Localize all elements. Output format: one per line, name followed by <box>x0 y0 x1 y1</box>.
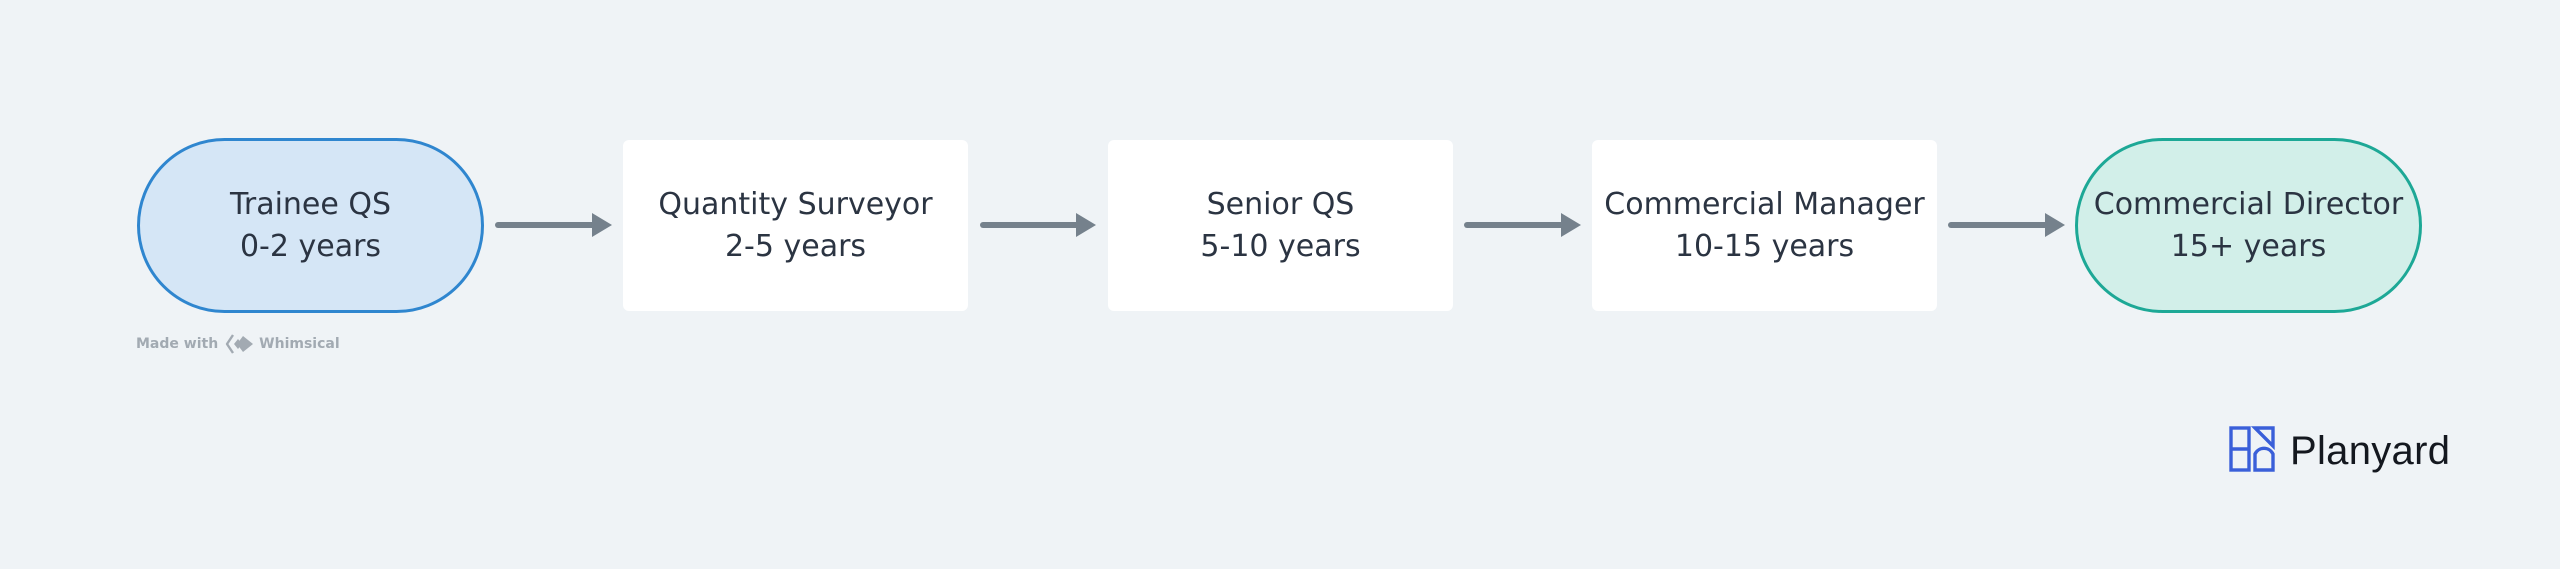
node-years: 0-2 years <box>239 228 382 264</box>
edge-arrow <box>1464 213 1581 237</box>
node-trainee-qs[interactable]: Trainee QS 0-2 years <box>137 138 484 313</box>
node-years: 15+ years <box>2170 228 2327 264</box>
node-title: Quantity Surveyor <box>658 186 933 222</box>
edge-arrow <box>980 213 1096 237</box>
node-years: 5-10 years <box>1200 228 1361 264</box>
watermark-prefix: Made with <box>136 336 219 352</box>
node-title: Senior QS <box>1206 186 1355 222</box>
edge-arrow <box>1948 213 2065 237</box>
watermark-name: Whimsical <box>259 336 340 352</box>
node-years: 10-15 years <box>1674 228 1855 264</box>
node-senior-qs[interactable]: Senior QS 5-10 years <box>1108 140 1453 311</box>
node-title: Commercial Manager <box>1604 186 1925 222</box>
made-with-whimsical-watermark[interactable]: Made with Whimsical <box>136 333 340 355</box>
planyard-logo-icon <box>2228 425 2276 477</box>
node-commercial-manager[interactable]: Commercial Manager 10-15 years <box>1592 140 1937 311</box>
node-years: 2-5 years <box>724 228 867 264</box>
whimsical-logo-icon <box>225 333 255 355</box>
edge-arrow <box>495 213 612 237</box>
node-title: Trainee QS <box>229 186 392 222</box>
planyard-brand: Planyard <box>2228 425 2450 477</box>
node-title: Commercial Director <box>2093 186 2404 222</box>
node-quantity-surveyor[interactable]: Quantity Surveyor 2-5 years <box>623 140 968 311</box>
planyard-wordmark: Planyard <box>2290 428 2451 473</box>
node-commercial-director[interactable]: Commercial Director 15+ years <box>2075 138 2422 313</box>
